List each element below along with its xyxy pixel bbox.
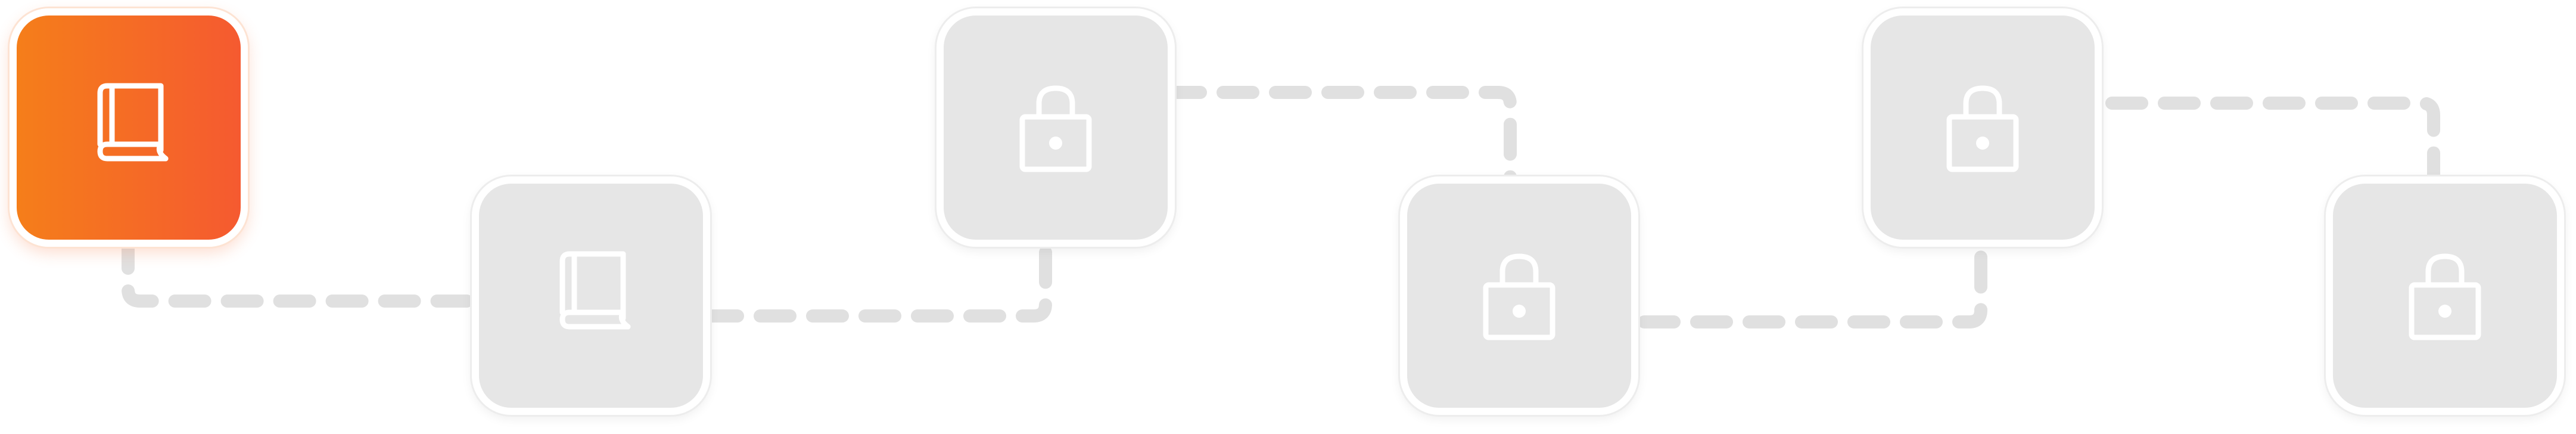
lock-icon (1941, 80, 2024, 175)
lock-icon (1014, 80, 1097, 175)
path-segment-2 (701, 232, 1052, 323)
lock-icon (1477, 248, 1561, 343)
path-segment-3 (1164, 86, 1517, 185)
book-icon (87, 80, 170, 175)
path-segment-5 (2105, 97, 2440, 185)
book-icon (549, 248, 633, 343)
lesson-node-2[interactable] (472, 176, 710, 415)
lesson-node-4[interactable] (1400, 176, 1638, 415)
lock-icon (2403, 248, 2487, 343)
lesson-node-6[interactable] (2326, 176, 2564, 415)
path-segment-4 (1638, 232, 1987, 328)
path-segment-1 (122, 232, 488, 308)
lesson-node-5[interactable] (1863, 8, 2102, 247)
lesson-node-1[interactable] (10, 8, 248, 247)
lesson-node-3[interactable] (937, 8, 1175, 247)
